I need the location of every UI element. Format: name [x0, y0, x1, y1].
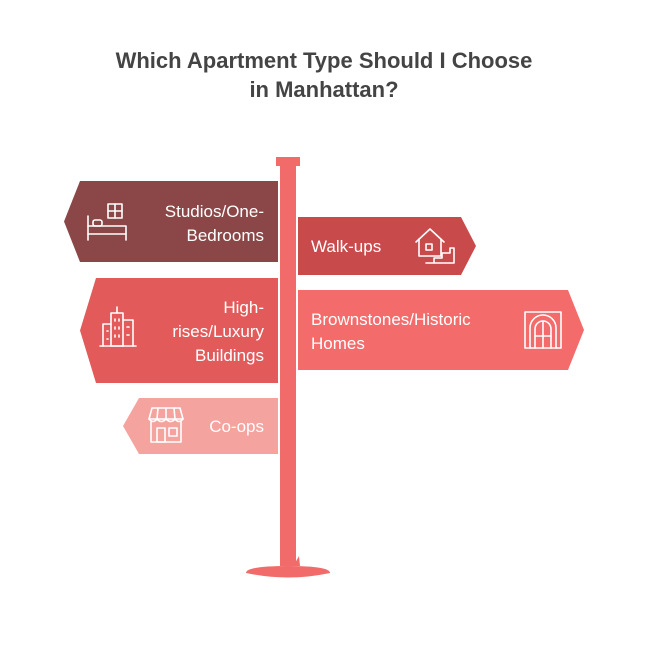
page-title: Which Apartment Type Should I Choose in … — [0, 46, 648, 104]
sign-highrises-label-3: Buildings — [195, 346, 264, 365]
pole-cap — [276, 157, 300, 166]
sign-coops-board — [123, 398, 278, 454]
sign-brownstones[interactable]: Brownstones/Historic Homes — [298, 290, 584, 370]
signpost-pole — [246, 157, 330, 578]
sign-studios-label-1: Studios/One- — [165, 202, 264, 221]
sign-brownstones-label-2: Homes — [311, 334, 365, 353]
sign-highrises-label-2: rises/Luxury — [172, 322, 264, 341]
pole-ground — [246, 566, 330, 578]
sign-studios-label-2: Bedrooms — [187, 226, 264, 245]
sign-highrises-label-1: High- — [223, 298, 264, 317]
house-stairs-icon — [415, 228, 455, 264]
title-line-1: Which Apartment Type Should I Choose — [115, 48, 533, 73]
skyscraper-icon — [99, 306, 137, 347]
sign-coops-label: Co-ops — [209, 417, 264, 436]
sign-highrises[interactable]: High- rises/Luxury Buildings — [80, 278, 278, 383]
grass-tuft-icon — [280, 548, 300, 566]
sign-highrises-board — [80, 278, 278, 383]
arched-doorway-icon — [524, 311, 562, 349]
storefront-icon — [148, 407, 184, 443]
sign-walkups-board — [298, 217, 476, 275]
sign-coops[interactable]: Co-ops — [123, 398, 278, 454]
pole-shaft — [280, 166, 296, 566]
sign-studios-board — [64, 181, 278, 262]
sign-walkups[interactable]: Walk-ups — [298, 217, 476, 275]
bed-window-icon — [87, 203, 127, 241]
sign-brownstones-label-1: Brownstones/Historic — [311, 310, 471, 329]
title-line-2: in Manhattan? — [249, 77, 399, 102]
sign-studios[interactable]: Studios/One- Bedrooms — [64, 181, 278, 262]
sign-walkups-label: Walk-ups — [311, 237, 381, 256]
sign-brownstones-board — [298, 290, 584, 370]
